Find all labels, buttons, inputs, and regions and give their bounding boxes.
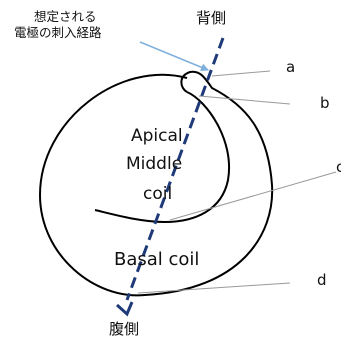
insertion-path-arrowhead <box>115 301 134 317</box>
point-b-label: b <box>320 94 330 112</box>
insertion-path-line <box>125 37 225 301</box>
point-d-label: d <box>317 271 327 289</box>
region-coil-label: coil <box>143 184 173 204</box>
cochlea-outer-outline <box>38 70 274 297</box>
leader-line-a <box>211 70 271 77</box>
leader-line-c <box>169 171 337 221</box>
point-a-label: a <box>286 58 296 76</box>
region-middle-label: Middle <box>126 154 183 174</box>
ventral-label: 腹側 <box>109 320 140 338</box>
annotation-pointer-arrow <box>139 41 209 72</box>
annotation-line-2: 電極の刺入経路 <box>14 25 102 40</box>
leader-line-d <box>137 282 291 294</box>
point-c-label: c <box>336 158 341 176</box>
region-basal-label: Basal coil <box>114 249 200 270</box>
region-apical-label: Apical <box>131 126 183 146</box>
annotation-line-1: 想定される <box>34 9 97 24</box>
leader-line-b <box>198 95 291 105</box>
dorsal-label: 背側 <box>196 9 227 27</box>
